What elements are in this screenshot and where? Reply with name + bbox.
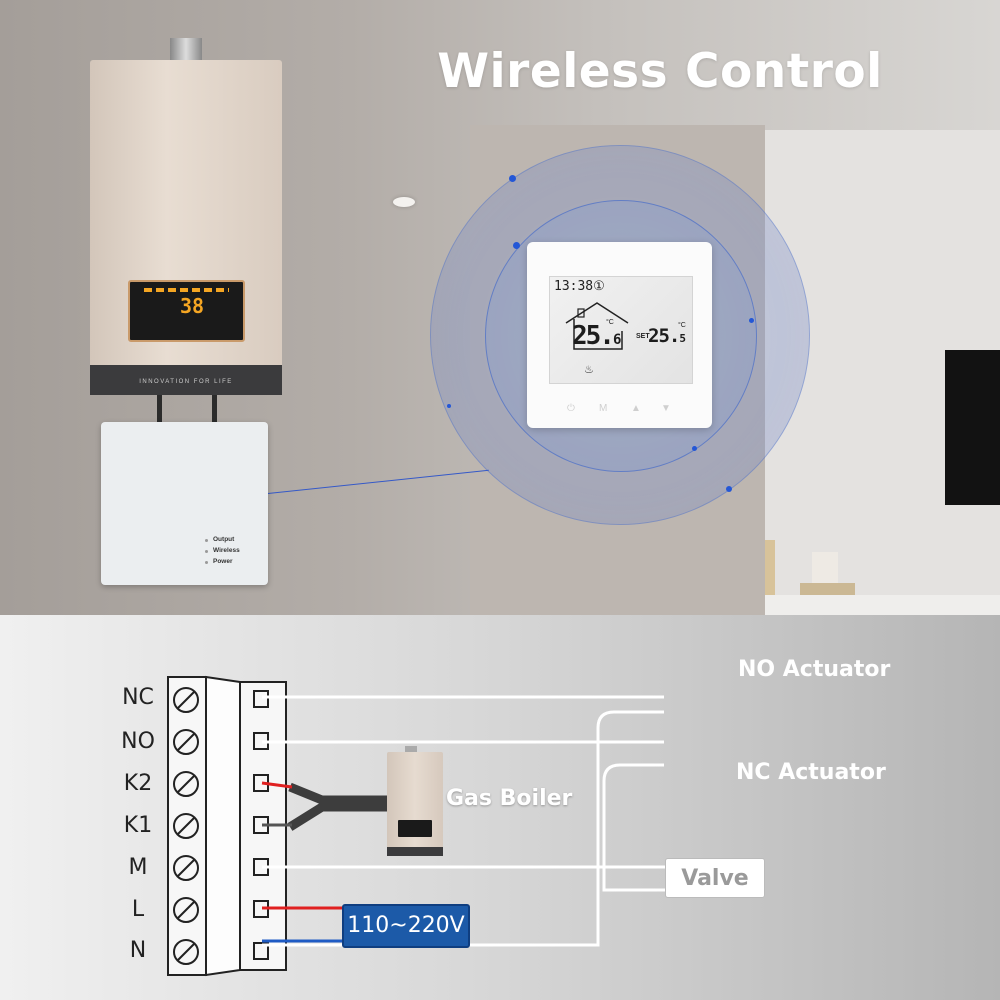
set-label: SET bbox=[636, 333, 650, 340]
led-indicator bbox=[205, 550, 208, 553]
receiver-label-wireless: Wireless bbox=[213, 547, 240, 554]
gas-boiler-unit: 38 INNOVATION FOR LIFE bbox=[90, 60, 282, 395]
mini-gas-boiler bbox=[387, 752, 443, 856]
boiler-flue bbox=[170, 38, 202, 62]
wiring-lines bbox=[167, 675, 666, 977]
set-temperature: 25.5 bbox=[648, 325, 686, 347]
set-temp-unit: °C bbox=[678, 322, 686, 329]
page-title: Wireless Control bbox=[437, 44, 883, 99]
mini-boiler-base bbox=[387, 847, 443, 856]
wiring-diagram bbox=[0, 615, 1000, 1000]
boiler-cable bbox=[212, 395, 217, 425]
wireless-receiver: Output Wireless Power bbox=[101, 422, 268, 585]
book bbox=[800, 583, 855, 595]
room-temp-unit: °C bbox=[606, 319, 614, 326]
terminal-label-nc: NC bbox=[122, 685, 154, 710]
signal-dot bbox=[726, 486, 732, 492]
time-text: 13:38 bbox=[554, 279, 594, 294]
mini-boiler-display bbox=[398, 820, 432, 837]
terminal-label-n: N bbox=[129, 938, 147, 963]
mode-button[interactable]: M bbox=[599, 403, 608, 414]
flame-icon: ♨ bbox=[584, 364, 594, 376]
up-button[interactable]: ▲ bbox=[631, 403, 641, 414]
receiver-label-power: Power bbox=[213, 558, 233, 565]
signal-dot bbox=[447, 404, 451, 408]
thermostat: 13:38① 25.6 °C SET 25.5 °C ♨ ⏻ M ▲ ▼ bbox=[527, 242, 712, 428]
house-icon bbox=[565, 302, 629, 350]
set-temp-decimal: 5 bbox=[679, 332, 686, 345]
terminal-label-l: L bbox=[131, 897, 145, 922]
display-segments bbox=[144, 288, 229, 292]
schedule-icon: ① bbox=[593, 279, 605, 294]
valve-label: Valve bbox=[665, 858, 765, 898]
boiler-display: 38 bbox=[128, 280, 245, 342]
mini-boiler-flue bbox=[405, 746, 417, 754]
room-temp-main: 25. bbox=[572, 321, 615, 351]
shelf bbox=[765, 595, 1000, 615]
boiler-temp: 38 bbox=[180, 294, 205, 318]
signal-dot bbox=[692, 446, 697, 451]
boiler-cable bbox=[157, 395, 162, 425]
boiler-tagline: INNOVATION FOR LIFE bbox=[139, 379, 233, 385]
terminal-label-k2: K2 bbox=[123, 771, 153, 796]
no-actuator-label: NO Actuator bbox=[738, 657, 891, 682]
power-button[interactable]: ⏻ bbox=[567, 403, 575, 414]
room-temp-decimal: 6 bbox=[612, 332, 622, 348]
thermostat-lcd: 13:38① 25.6 °C SET 25.5 °C ♨ bbox=[549, 276, 693, 384]
link-line bbox=[267, 469, 489, 494]
book bbox=[765, 540, 775, 595]
vase bbox=[812, 552, 838, 583]
terminal-label-k1: K1 bbox=[123, 813, 153, 838]
gas-boiler-label: Gas Boiler bbox=[446, 786, 573, 811]
ceiling-light bbox=[393, 197, 415, 207]
down-button[interactable]: ▼ bbox=[661, 403, 671, 414]
receiver-label-output: Output bbox=[213, 536, 235, 543]
led-indicator bbox=[205, 539, 208, 542]
signal-dot bbox=[509, 175, 516, 182]
signal-dot bbox=[513, 242, 520, 249]
room-temperature: 25.6 bbox=[572, 321, 621, 351]
led-indicator bbox=[205, 561, 208, 564]
room-scene: 38 INNOVATION FOR LIFE Output Wireless P… bbox=[0, 0, 1000, 615]
lcd-time: 13:38① bbox=[554, 279, 605, 294]
terminal-label-m: M bbox=[128, 855, 148, 880]
terminal-label-no: NO bbox=[121, 729, 155, 754]
boiler-base: INNOVATION FOR LIFE bbox=[90, 365, 282, 395]
nc-actuator-label: NC Actuator bbox=[736, 760, 886, 785]
television bbox=[945, 350, 1000, 505]
set-temp-main: 25. bbox=[648, 325, 680, 347]
signal-dot bbox=[749, 318, 754, 323]
voltage-label: 110~220V bbox=[342, 904, 470, 948]
